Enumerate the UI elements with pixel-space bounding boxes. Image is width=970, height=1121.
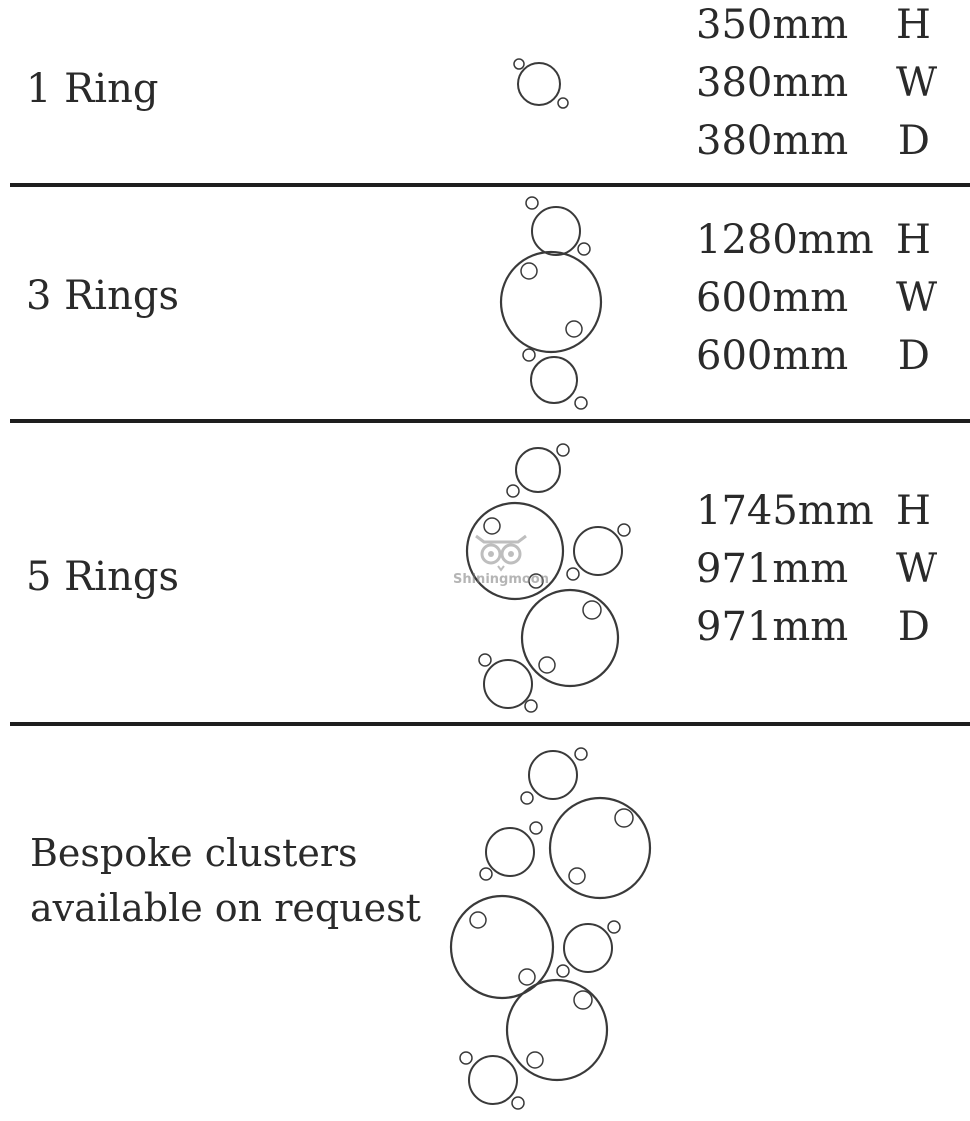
ring-count-label: 3 Rings [26,273,179,319]
ring-count-label: 1 Ring [26,66,159,112]
watermark: Shiningmoon [426,528,576,598]
section-divider [10,419,970,423]
three-rings-diagram [499,196,603,410]
section-bespoke: Bespoke clusters available on request [0,726,970,1121]
watermark-text: Shiningmoon [452,572,549,587]
bespoke-cluster-diagram [449,747,652,1110]
bespoke-label-line1: Bespoke clusters [30,831,358,875]
bespoke-label: Bespoke clusters available on request [30,826,421,936]
bespoke-label-line2: available on request [30,886,421,931]
section-divider [10,722,970,726]
one-ring-diagram [513,58,569,109]
owl-icon [475,534,527,572]
section-3-rings: 3 Rings 1280mm H 600mm W 600mm D [0,187,970,420]
ring-count-label: 5 Rings [26,554,179,600]
section-divider [10,183,970,187]
section-5-rings: 5 Rings 1745mm H 971mm W 971mm D [0,423,970,723]
five-rings-diagram [465,443,631,713]
section-1-ring: 1 Ring 350mm H 380mm W 380mm D [26,2,938,164]
